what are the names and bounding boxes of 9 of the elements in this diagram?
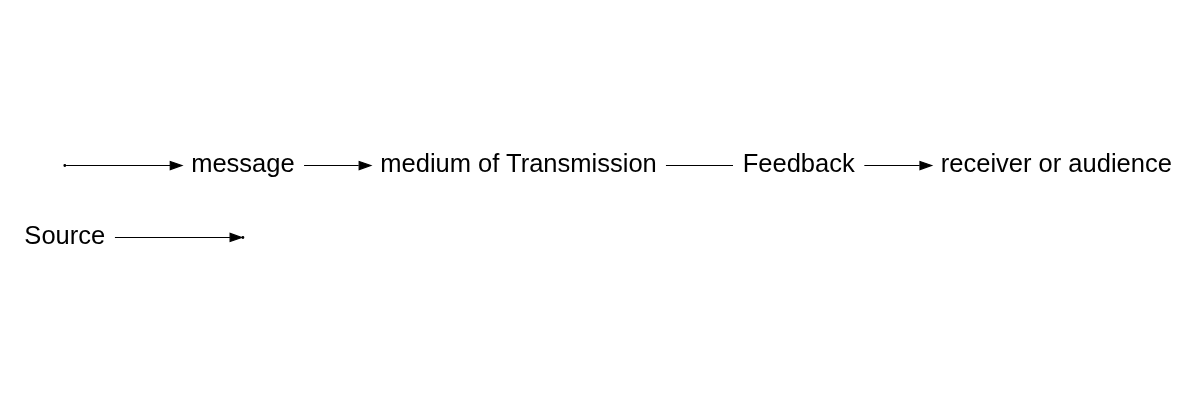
connector	[665, 164, 734, 167]
node-text: receiver or audience	[940, 149, 1172, 178]
node-text: Feedback	[742, 149, 855, 178]
node-text: message	[191, 149, 295, 178]
arrow	[303, 160, 373, 171]
node-text: medium of Transmission	[380, 149, 657, 178]
node-text: Source	[24, 220, 106, 249]
arrow	[65, 160, 184, 171]
arrow	[863, 160, 934, 171]
